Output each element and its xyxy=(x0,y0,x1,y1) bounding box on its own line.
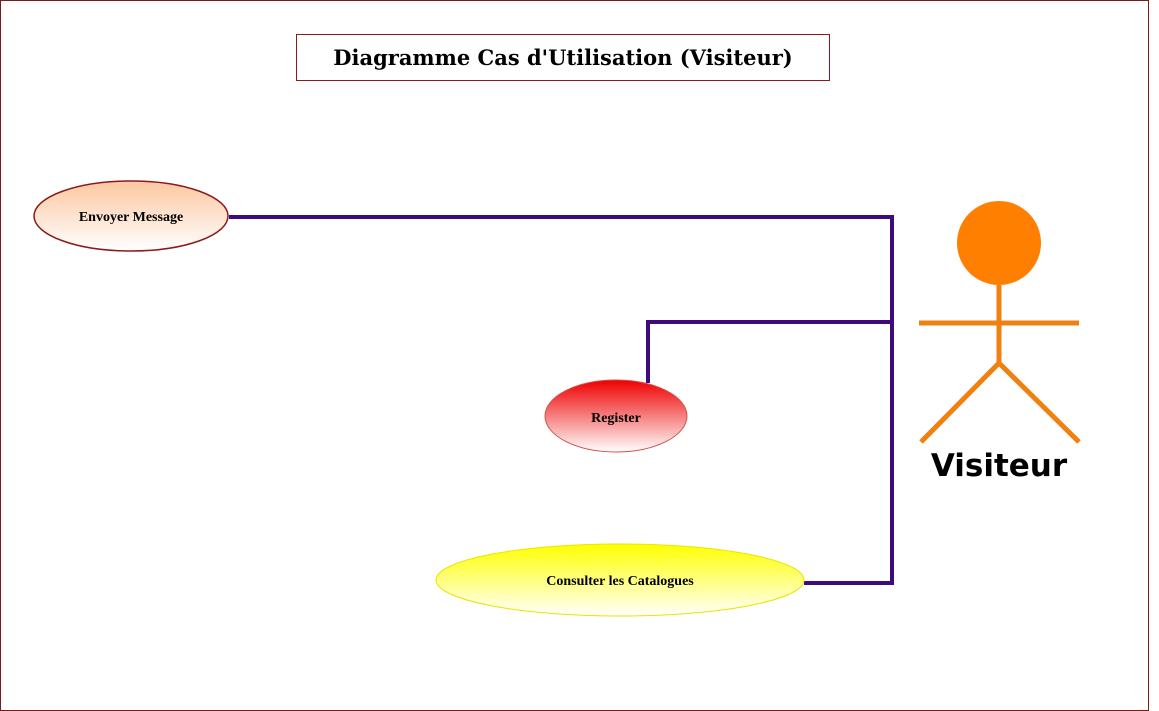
actor-body xyxy=(919,285,1081,444)
use-case-label: Consulter les Catalogues xyxy=(546,574,694,589)
use-case-label: Register xyxy=(591,411,641,426)
diagram-title-box: Diagramme Cas d'Utilisation (Visiteur) xyxy=(296,34,830,81)
use-case-register[interactable]: Register xyxy=(544,379,688,453)
use-case-label: Envoyer Message xyxy=(79,210,183,225)
actor-head xyxy=(957,201,1041,285)
use-case-envoyer-message[interactable]: Envoyer Message xyxy=(33,180,229,252)
actor-name: Visiteur xyxy=(931,448,1068,484)
association-lines xyxy=(229,215,894,585)
use-case-ellipse xyxy=(435,543,805,617)
diagram-title: Diagramme Cas d'Utilisation (Visiteur) xyxy=(333,45,793,70)
use-case-ellipse xyxy=(544,379,688,453)
actor-visiteur[interactable]: Visiteur xyxy=(919,201,1081,484)
use-case-ellipse xyxy=(33,180,229,252)
association-envoyer-message xyxy=(229,215,894,585)
use-case-consulter-catalogues[interactable]: Consulter les Catalogues xyxy=(435,543,805,617)
association-register xyxy=(646,320,892,383)
